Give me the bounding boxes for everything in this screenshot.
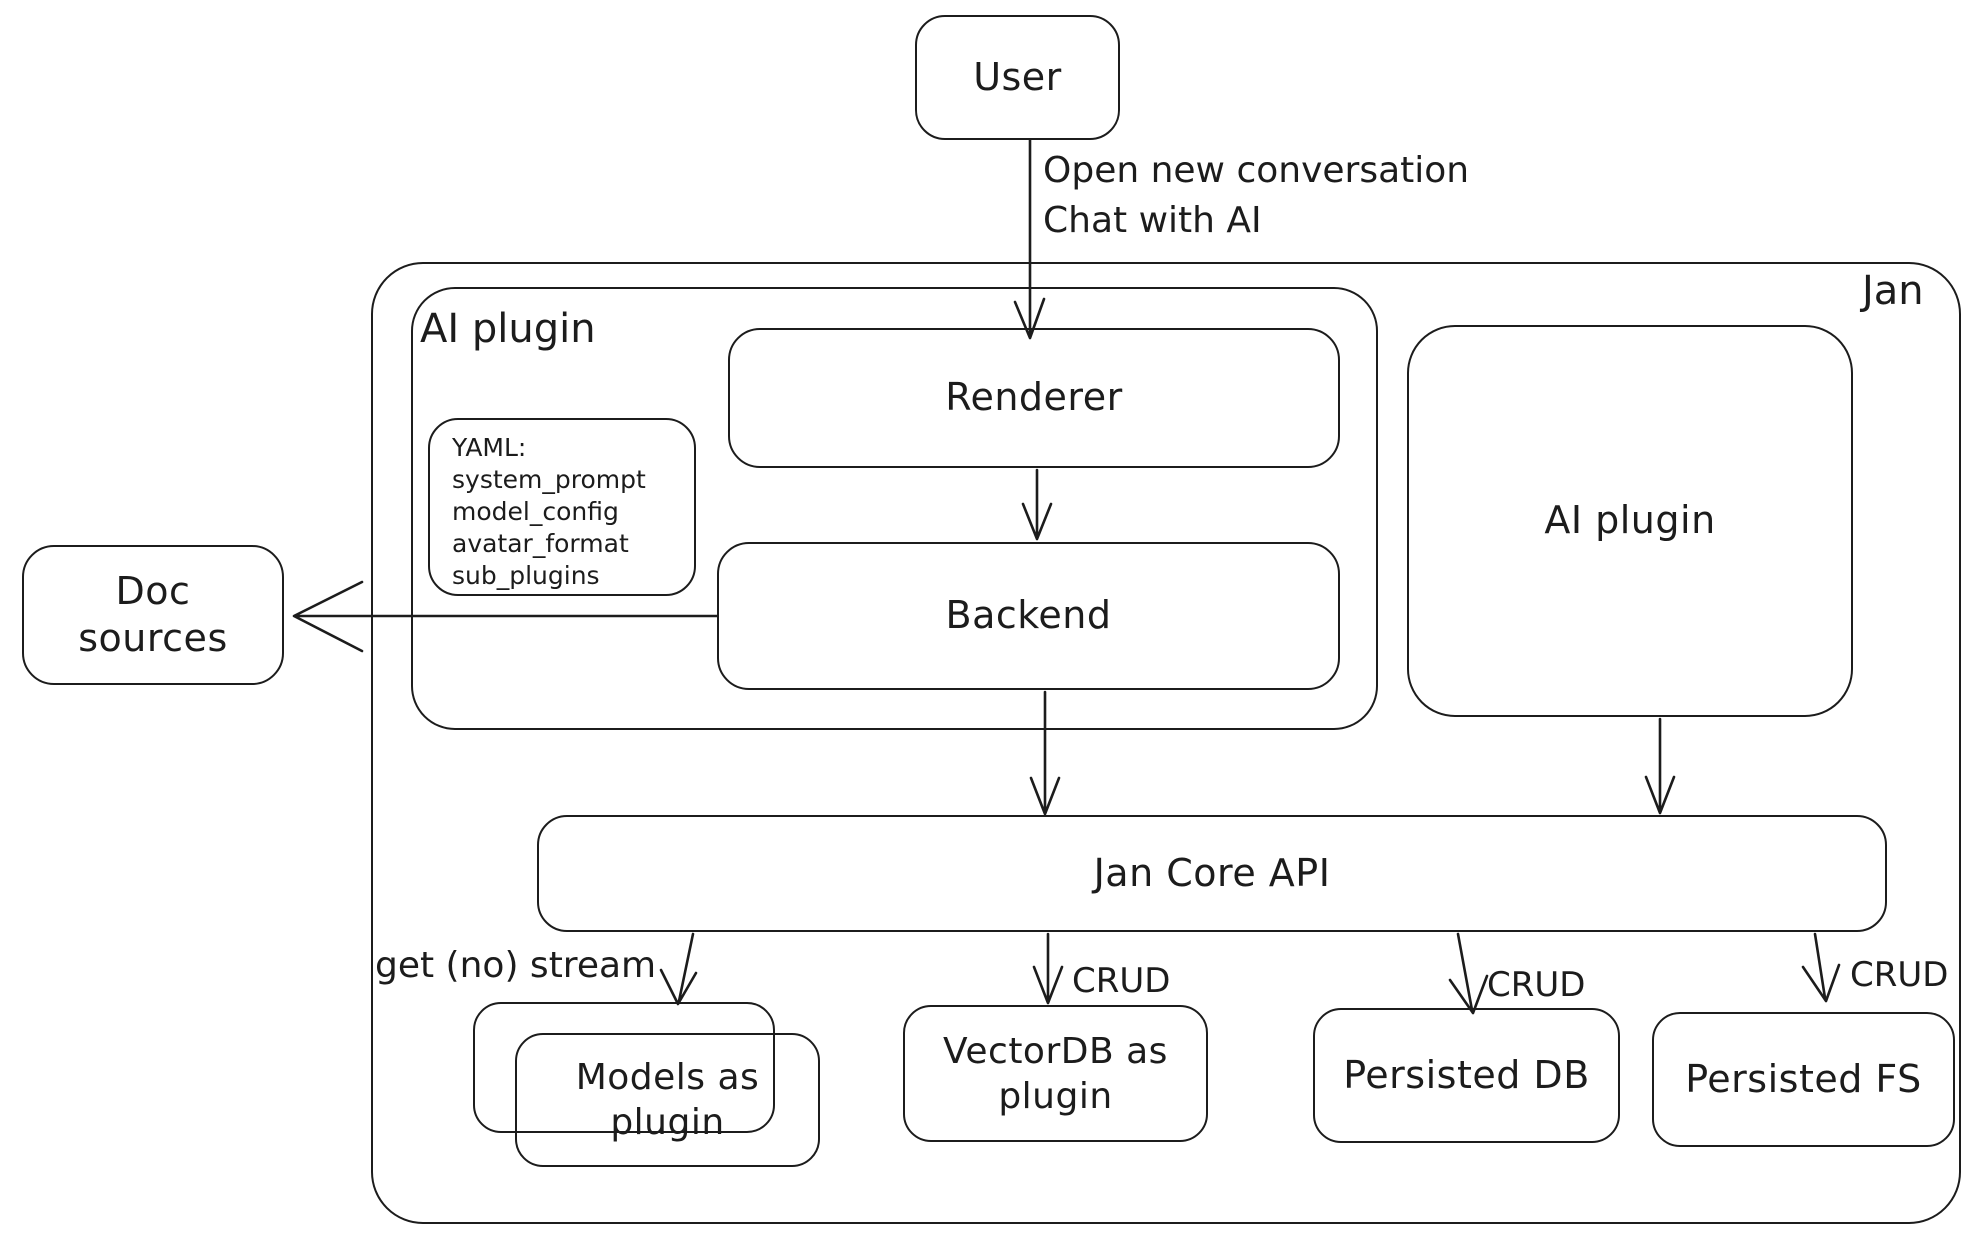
jan-core-api-node: Jan Core API <box>537 815 1887 932</box>
ai-plugin-node: AI plugin <box>1407 325 1853 717</box>
ai-plugin-node-label: AI plugin <box>1544 498 1716 543</box>
models-plugin-node-label: Models as plugin <box>575 1057 760 1143</box>
edge-label-chat-with-ai: Chat with AI <box>1043 200 1262 241</box>
doc-sources-node: Doc sources <box>22 545 284 685</box>
yaml-config-note-text: YAML: system_prompt model_config avatar_… <box>430 420 646 592</box>
user-node: User <box>915 15 1120 140</box>
yaml-line: system_prompt <box>452 465 646 494</box>
models-plugin-node-back <box>473 1002 775 1133</box>
edge-label-open-conversation: Open new conversation <box>1043 150 1470 191</box>
yaml-line: YAML: <box>452 433 527 462</box>
jan-core-api-node-label: Jan Core API <box>1093 850 1331 895</box>
yaml-config-note: YAML: system_prompt model_config avatar_… <box>428 418 696 596</box>
jan-container-box <box>371 262 1961 1224</box>
backend-node-label: Backend <box>945 593 1112 638</box>
doc-sources-node-label: Doc sources <box>78 568 228 661</box>
vectordb-plugin-node: VectorDB as plugin <box>903 1005 1208 1142</box>
edge-label-crud-vectordb: CRUD <box>1072 961 1171 1001</box>
renderer-node-label: Renderer <box>945 375 1123 420</box>
vectordb-plugin-node-label: VectorDB as plugin <box>943 1030 1168 1117</box>
ai-plugin-group-box <box>411 287 1378 730</box>
persisted-fs-node: Persisted FS <box>1652 1012 1955 1147</box>
backend-node: Backend <box>717 542 1340 690</box>
renderer-node: Renderer <box>728 328 1340 468</box>
persisted-db-node: Persisted DB <box>1313 1008 1620 1143</box>
ai-plugin-group-title: AI plugin <box>420 306 596 352</box>
yaml-line: avatar_format <box>452 529 629 558</box>
yaml-line: sub_plugins <box>452 561 600 590</box>
jan-container-title: Jan <box>1862 268 1924 314</box>
persisted-fs-node-label: Persisted FS <box>1685 1056 1922 1101</box>
edge-label-crud-persisted-db: CRUD <box>1487 965 1586 1005</box>
edge-label-crud-persisted-fs: CRUD <box>1850 955 1949 995</box>
user-node-label: User <box>973 54 1062 99</box>
models-plugin-node: Models as plugin <box>515 1033 820 1167</box>
yaml-line: model_config <box>452 497 619 526</box>
edge-label-get-no-stream: get (no) stream <box>375 945 657 986</box>
persisted-db-node-label: Persisted DB <box>1343 1052 1590 1097</box>
